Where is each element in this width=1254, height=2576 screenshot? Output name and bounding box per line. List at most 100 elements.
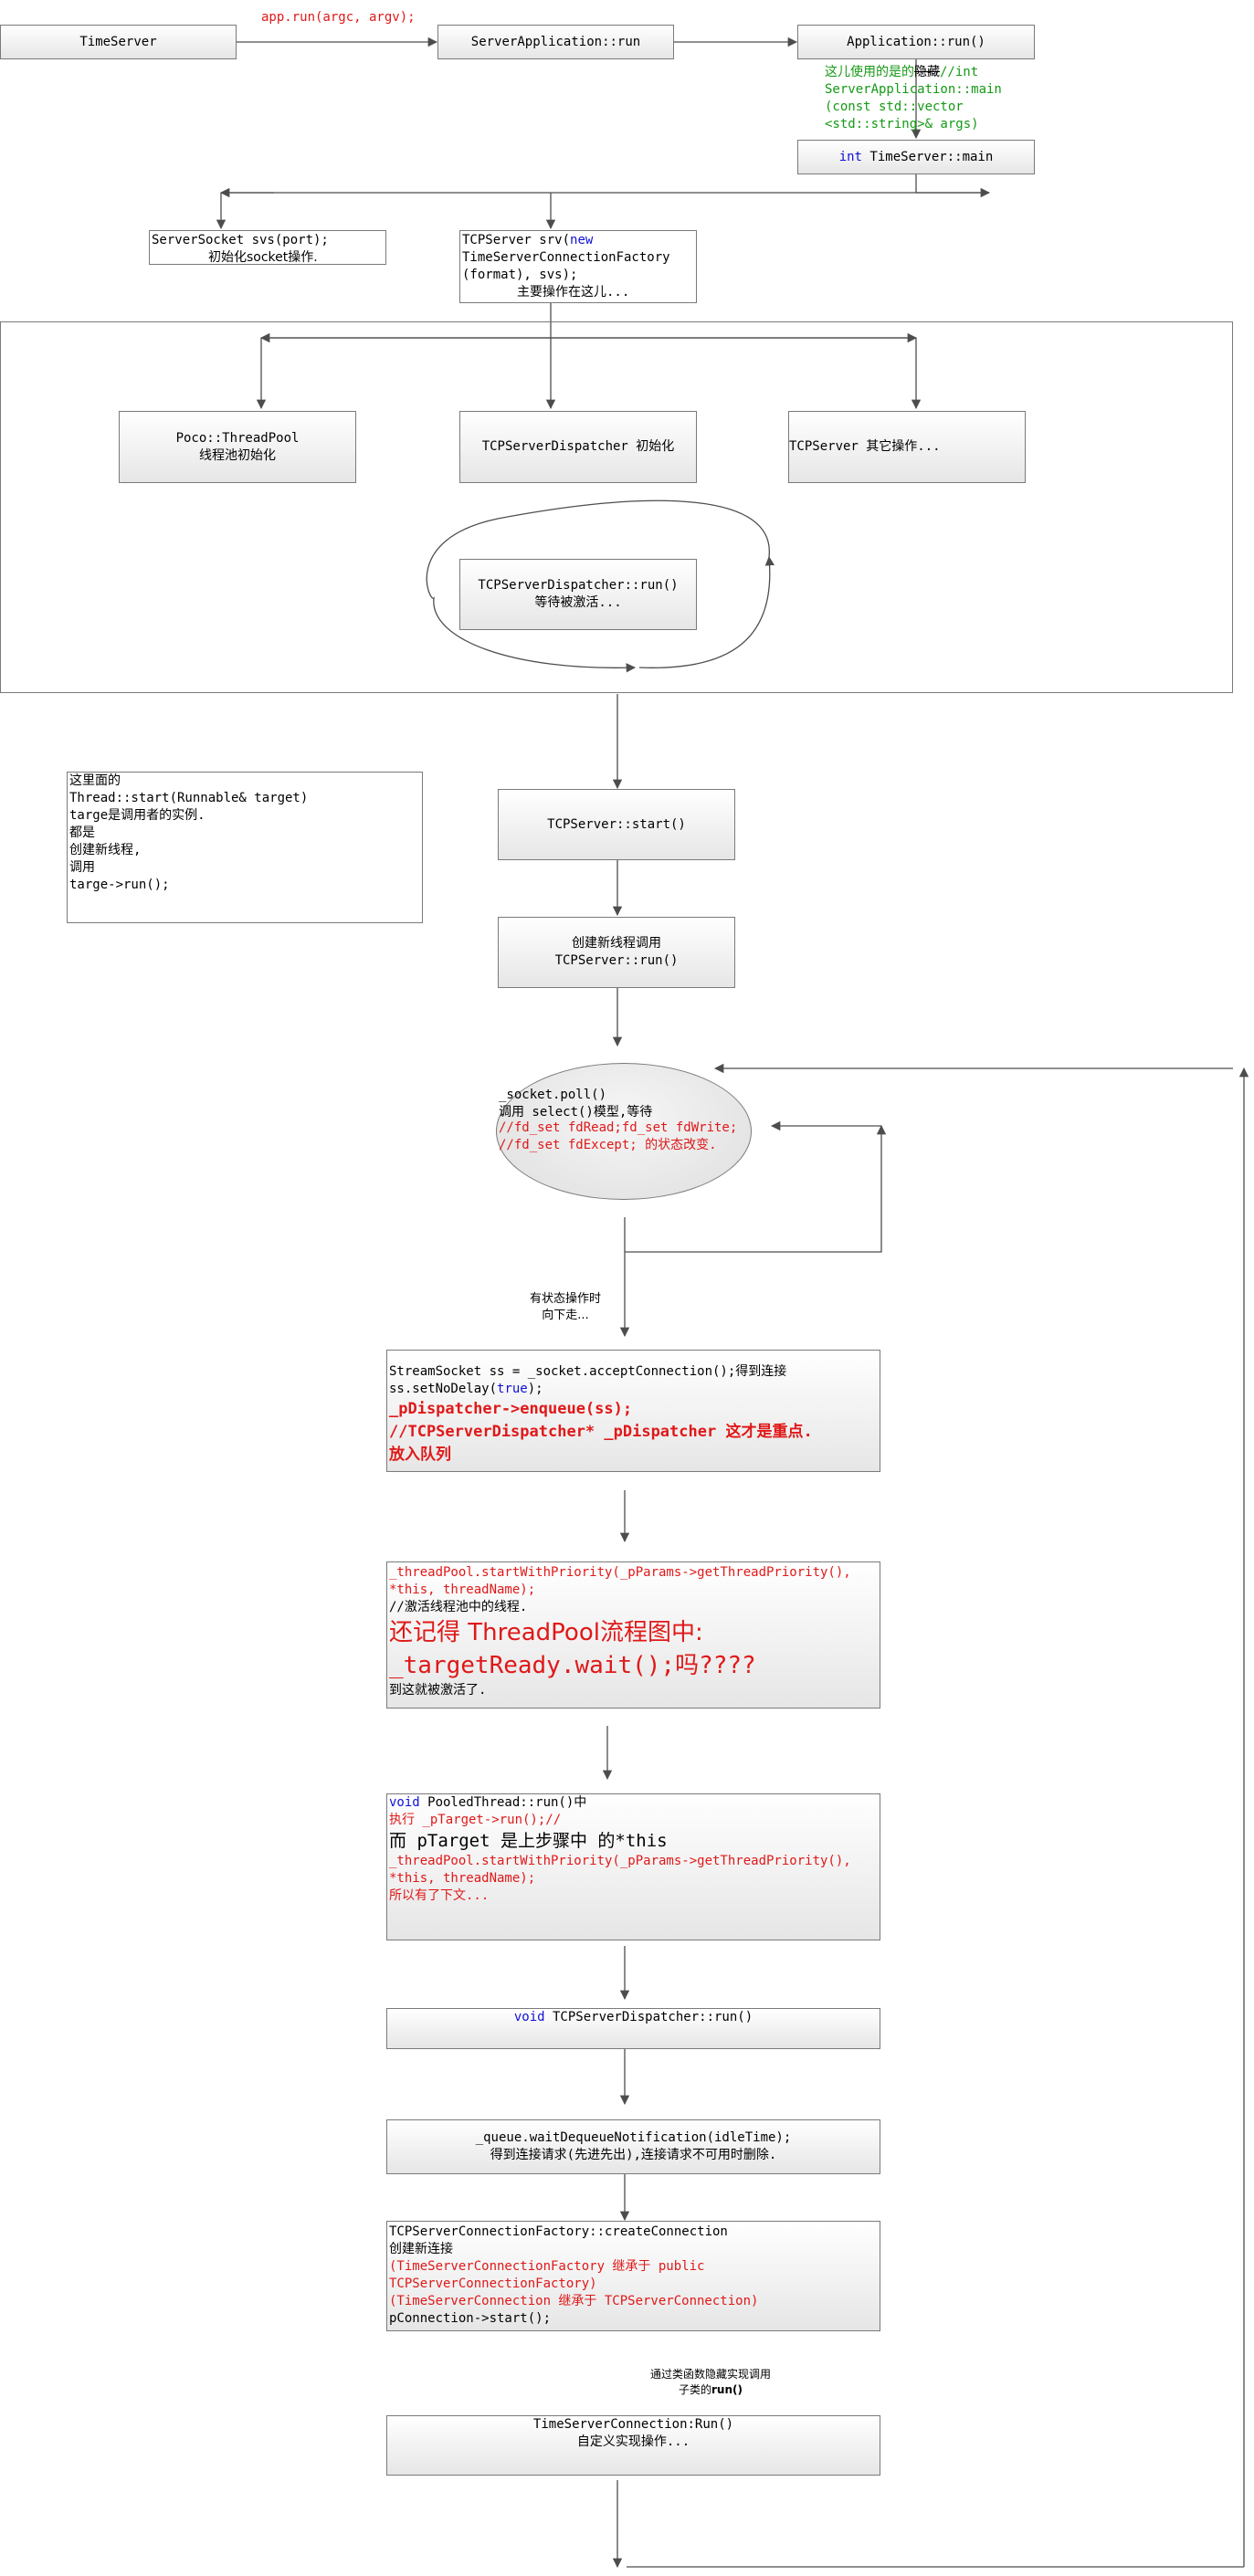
node-threadpool-start: _threadPool.startWithPriority(_pParams->… xyxy=(386,1561,880,1709)
node-new-thread: 创建新线程调用 TCPServer::run() xyxy=(498,917,735,988)
node-socket-poll-line4: //fd_set fdExcept; 的状态改变. xyxy=(499,1138,717,1152)
label-status-change: 有状态操作时 向下走... xyxy=(530,1291,601,1324)
node-accept-connection-line5: 放入队列 xyxy=(389,1446,451,1464)
keyword-new: new xyxy=(570,233,594,247)
keyword-void-2: void xyxy=(513,2010,545,2024)
node-tcpserver-srv-line2: TimeServerConnectionFactory xyxy=(462,250,670,265)
node-socket-poll-line3: //fd_set fdRead;fd_set fdWrite; xyxy=(499,1120,738,1135)
label-main-note-line3: (const std::vector xyxy=(825,100,964,114)
node-tcpserver-start: TCPServer::start() xyxy=(498,789,735,860)
node-connection-run-line2: 自定义实现操作... xyxy=(576,2434,690,2449)
node-tcpserver-start-label: TCPServer::start() xyxy=(547,816,686,832)
node-create-connection-line4: TCPServerConnectionFactory) xyxy=(389,2276,597,2291)
node-serversocket-line1: ServerSocket svs(port); xyxy=(152,233,329,247)
node-create-connection-line3: (TimeServerConnectionFactory 继承于 public xyxy=(389,2259,705,2274)
node-threadpool: Poco::ThreadPool 线程池初始化 xyxy=(119,411,356,483)
label-virtual-call-2a: 子类的 xyxy=(679,2383,712,2396)
node-create-connection-line2: 创建新连接 xyxy=(389,2242,453,2256)
node-socket-poll-line1: _socket.poll() xyxy=(499,1088,607,1102)
node-dispatcher-run-text: TCPServerDispatcher::run() xyxy=(544,2010,753,2024)
group-frame-tcpserver-init xyxy=(0,321,1233,693)
node-pooledthread-run-line5: *this, threadName); xyxy=(389,1871,536,1886)
node-dispatcher-run-wait-line1: TCPServerDispatcher::run() xyxy=(478,578,679,593)
node-threadpool-start-line4: 还记得 ThreadPool流程图中: xyxy=(389,1619,703,1646)
node-dispatcher-run: void TCPServerDispatcher::run() xyxy=(386,2008,880,2049)
edge-dispatcher-loop-top xyxy=(497,499,770,558)
note-thread-start-line5: 创建新线程, xyxy=(69,843,142,857)
label-main-note-line2: ServerApplication::main xyxy=(825,82,1002,97)
node-new-thread-line1: 创建新线程调用 xyxy=(572,936,661,951)
node-threadpool-start-line5: _targetReady.wait();吗???? xyxy=(389,1652,756,1679)
node-connection-run: TimeServerConnection:Run() 自定义实现操作... xyxy=(386,2415,880,2476)
node-serversocket-line2: 初始化socket操作. xyxy=(208,250,318,265)
node-create-connection-line5: (TimeServerConnection 继承于 TCPServerConne… xyxy=(389,2294,759,2308)
node-socket-poll-line2: 调用 select()模型,等待 xyxy=(499,1105,653,1120)
node-accept-connection-line3: _pDispatcher->enqueue(ss); xyxy=(389,1400,633,1418)
label-main-note-line4: <std::string>& args) xyxy=(825,117,979,131)
note-thread-start-line1: 这里面的 xyxy=(69,773,121,788)
node-dispatcher-init-label: TCPServerDispatcher 初始化 xyxy=(481,439,675,454)
node-tcpserver-srv-line1: TCPServer srv(new xyxy=(462,232,694,249)
node-pooledthread-run-line3: 而 pTarget 是上步骤中 的*this xyxy=(389,1831,668,1851)
keyword-true: true xyxy=(497,1382,528,1396)
node-create-connection-line6: pConnection->start(); xyxy=(389,2311,552,2326)
node-dispatcher-init: TCPServerDispatcher 初始化 xyxy=(459,411,697,483)
note-thread-start-line2: Thread::start(Runnable& target) xyxy=(69,791,309,805)
node-create-connection-line1: TCPServerConnectionFactory::createConnec… xyxy=(389,2224,728,2239)
node-pooledthread-run: void PooledThread::run()中 执行 _pTarget->r… xyxy=(386,1793,880,1940)
label-main-note-1b: 的 xyxy=(901,65,914,79)
node-wait-dequeue-line2: 得到连接请求(先进先出),连接请求不可用时删除. xyxy=(490,2148,777,2162)
label-main-note: 这儿使用的是的隐藏//int ServerApplication::main (… xyxy=(825,64,1002,133)
node-dispatcher-run-label: void TCPServerDispatcher::run() xyxy=(514,2010,753,2024)
node-threadpool-start-line1: _threadPool.startWithPriority(_pParams->… xyxy=(389,1565,851,1580)
node-pooledthread-run-line6: 所以有了下文... xyxy=(389,1888,490,1903)
node-accept-connection: StreamSocket ss = _socket.acceptConnecti… xyxy=(386,1350,880,1472)
node-tcpserver-other: TCPServer 其它操作... xyxy=(788,411,1026,483)
node-socket-poll-text: _socket.poll() 调用 select()模型,等待 //fd_set… xyxy=(499,1088,737,1153)
keyword-void: void xyxy=(389,1795,420,1810)
node-dispatcher-run-wait-line2: 等待被激活... xyxy=(534,595,622,610)
edge-dispatcher-loop-left xyxy=(426,518,637,673)
label-main-note-line1: 这儿使用的是的隐藏//int xyxy=(825,64,1002,81)
note-thread-start-line6: 调用 xyxy=(69,860,95,875)
node-timeserver-main-label: int TimeServer::main xyxy=(798,149,1034,166)
node-wait-dequeue-line1: _queue.waitDequeueNotification(idleTime)… xyxy=(475,2130,792,2145)
node-pooled-line1b: PooledThread::run()中 xyxy=(419,1795,587,1810)
node-accept-connection-line2: ss.setNoDelay(true); xyxy=(389,1381,878,1398)
edge-dispatcher-loop-right xyxy=(638,555,775,668)
node-serverapplication-run: ServerApplication::run xyxy=(437,25,674,59)
note-thread-start-line3: targe是调用者的实例. xyxy=(69,808,205,823)
node-dispatcher-run-wait: TCPServerDispatcher::run() 等待被激活... xyxy=(459,559,697,630)
label-virtual-call-2b: run() xyxy=(711,2383,743,2396)
node-pooledthread-run-line2: 执行 _pTarget->run();// xyxy=(389,1813,562,1827)
label-virtual-call-line2: 子类的run() xyxy=(650,2382,771,2398)
label-virtual-call: 通过类函数隐藏实现调用 子类的run() xyxy=(650,2367,771,2398)
node-new-thread-line2: TCPServer::run() xyxy=(554,953,679,968)
node-threadpool-start-line6: 到这就被激活了. xyxy=(389,1683,487,1698)
node-tcpserver-other-label: TCPServer 其它操作... xyxy=(789,439,941,454)
node-tcpserver-srv-1a: TCPServer srv( xyxy=(462,233,571,247)
keyword-int: int xyxy=(838,149,862,164)
node-pooledthread-run-line4: _threadPool.startWithPriority(_pParams->… xyxy=(389,1854,851,1868)
label-status-change-line2: 向下走... xyxy=(542,1309,589,1322)
node-application-run-label: Application::run() xyxy=(847,34,985,49)
node-tcpserver-srv: TCPServer srv(new TimeServerConnectionFa… xyxy=(459,230,697,303)
node-socket-poll: _socket.poll() 调用 select()模型,等待 //fd_set… xyxy=(496,1063,752,1200)
label-main-note-1c: 隐藏 xyxy=(914,65,940,79)
node-accept-connection-line4: //TCPServerDispatcher* _pDispatcher 这才是重… xyxy=(389,1423,813,1441)
node-threadpool-line2: 线程池初始化 xyxy=(199,447,276,463)
node-pooledthread-run-line1: void PooledThread::run()中 xyxy=(389,1794,878,1812)
node-wait-dequeue: _queue.waitDequeueNotification(idleTime)… xyxy=(386,2119,880,2174)
node-serverapplication-run-label: ServerApplication::run xyxy=(470,34,641,49)
label-main-note-1d: //int xyxy=(940,65,979,79)
node-threadpool-start-line2: *this, threadName); xyxy=(389,1582,536,1597)
edge-poll-loop xyxy=(625,1124,887,1253)
node-tcpserver-srv-line4: 主要操作在这儿... xyxy=(517,285,630,300)
node-timeserver-main: int TimeServer::main xyxy=(797,140,1035,174)
label-main-note-1a: 这儿使用的是 xyxy=(825,65,901,79)
node-threadpool-start-line3: //激活线程池中的线程. xyxy=(389,1600,528,1614)
note-thread-start-line4: 都是 xyxy=(69,825,95,840)
label-app-run: app.run(argc, argv); xyxy=(261,10,416,25)
node-accept-line2a: ss.setNoDelay( xyxy=(389,1382,498,1396)
